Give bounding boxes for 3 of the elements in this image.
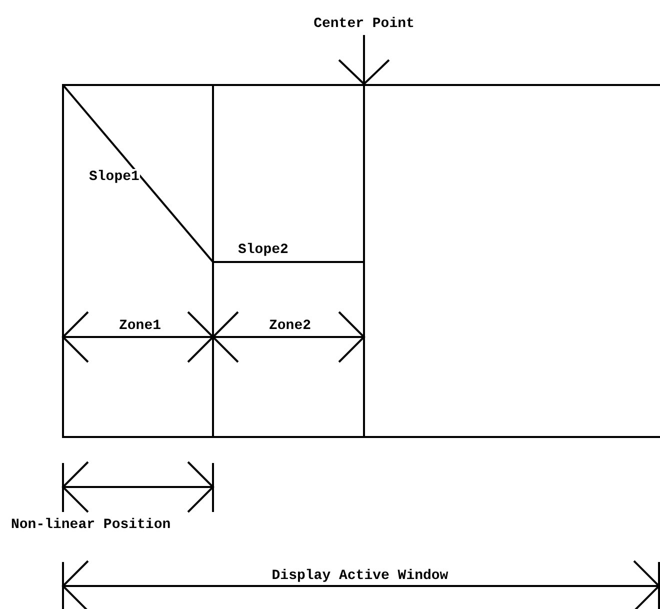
slope-label: Slope1: [88, 169, 140, 185]
dimension-label: Display Active Window: [270, 568, 450, 584]
slope-label: Slope2: [237, 242, 290, 258]
